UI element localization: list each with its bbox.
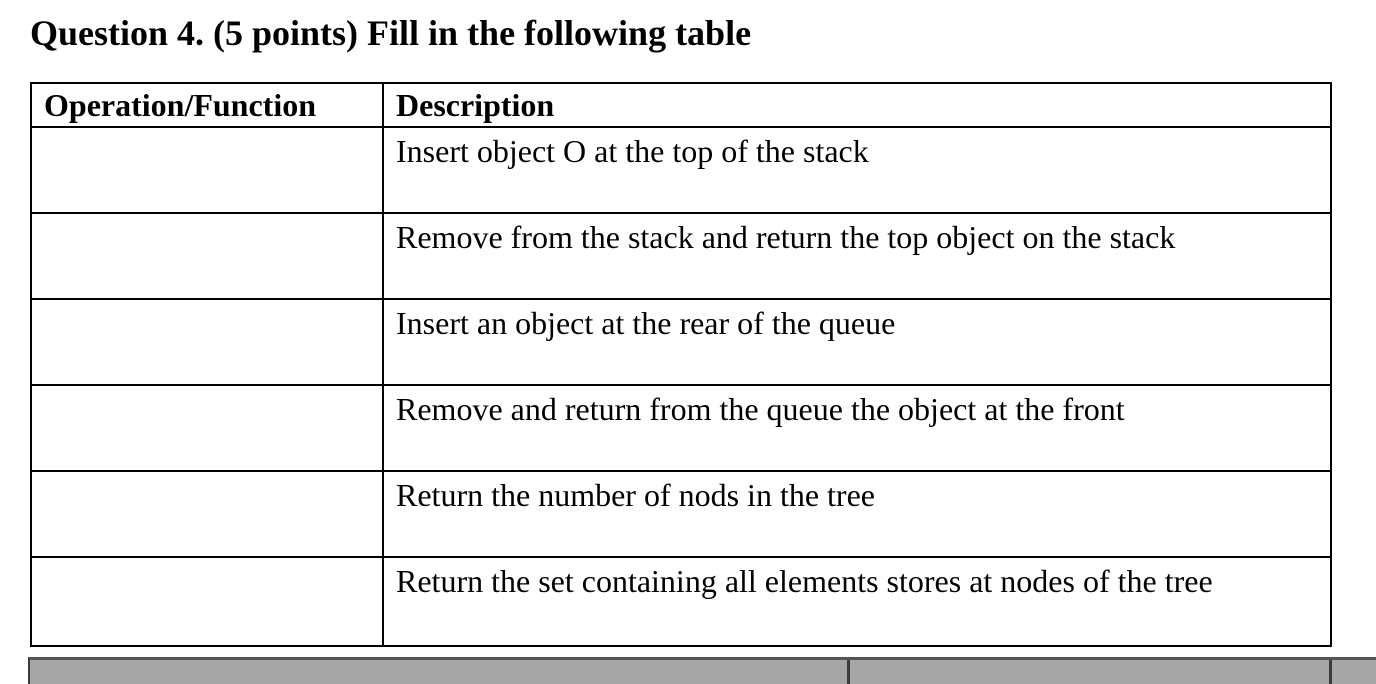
column-header-description: Description [382,82,1332,128]
operation-answer-blank-cell [30,212,384,300]
operation-answer-blank-cell [30,126,384,214]
operation-answer-blank-cell [30,470,384,558]
table-row: Return the set containing all elements s… [30,556,1332,647]
operation-answer-blank-cell [30,384,384,472]
description-cell: Remove from the stack and return the top… [382,212,1332,300]
next-table-cell-divider [847,660,850,684]
table-row: Return the number of nods in the tree [30,470,1332,558]
operations-table: Operation/Function Description Insert ob… [30,82,1332,647]
description-cell: Remove and return from the queue the obj… [382,384,1332,472]
column-header-operation-function: Operation/Function [30,82,384,128]
question-title: Question 4. (5 points) Fill in the follo… [30,13,752,53]
table-row: Remove and return from the queue the obj… [30,384,1332,472]
table-row: Insert object O at the top of the stack [30,126,1332,214]
description-cell: Insert an object at the rear of the queu… [382,298,1332,386]
next-table-cell-divider [1329,660,1332,684]
description-cell: Return the set containing all elements s… [382,556,1332,647]
operation-answer-blank-cell [30,298,384,386]
table-row: Remove from the stack and return the top… [30,212,1332,300]
next-table-clipped-header-row [28,657,1376,684]
description-cell: Insert object O at the top of the stack [382,126,1332,214]
description-cell: Return the number of nods in the tree [382,470,1332,558]
table-row: Insert an object at the rear of the queu… [30,298,1332,386]
operation-answer-blank-cell [30,556,384,647]
table-header-row: Operation/Function Description [30,82,1332,128]
